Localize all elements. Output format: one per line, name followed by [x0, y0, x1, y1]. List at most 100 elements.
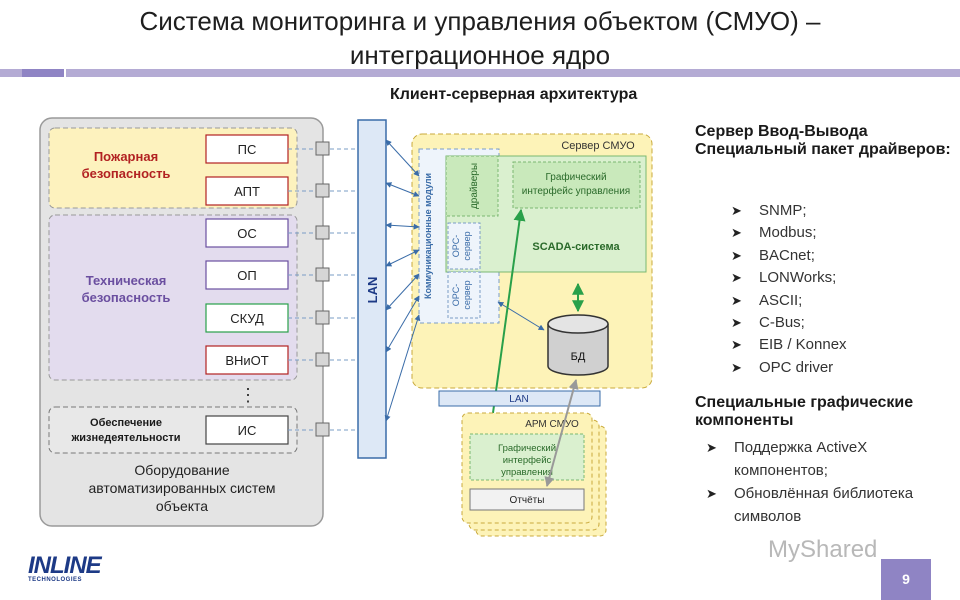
database-cylinder: БД: [547, 314, 609, 376]
subsystem-box-skud: [205, 303, 289, 333]
subsystem-label-is: ИС: [238, 423, 257, 438]
reports-label: Отчёты: [510, 495, 545, 506]
arrow-bullet-icon: ➤: [706, 486, 717, 501]
comm-modules-label: Коммуникационные модули: [423, 173, 433, 299]
lan-bus-label: LAN: [365, 277, 380, 304]
subsystem-label-ps: ПС: [238, 142, 257, 157]
subsystem-label-apt: АПТ: [234, 184, 260, 199]
arm-label: АРМ СМУО: [525, 419, 579, 430]
io-driver-text: Modbus;: [759, 224, 817, 242]
diagram-subtitle: Клиент-серверная архитектура: [390, 86, 638, 103]
gui-box: [512, 161, 641, 209]
db-label: БД: [571, 351, 586, 363]
io-driver-item: ➤ C-Bus;: [731, 312, 931, 334]
slide-title: Система мониторинга и управления объекто…: [0, 4, 960, 72]
io-driver-item: ➤ OPC driver: [731, 357, 931, 379]
flow-arrow: [385, 222, 420, 230]
arrow-bullet-icon: ➤: [706, 440, 717, 455]
io-driver-item: ➤ EIB / Konnex: [731, 334, 931, 356]
connector-plug: [315, 225, 330, 240]
slide-title-line-1: Система мониторинга и управления объекто…: [139, 6, 821, 36]
subsystem-boxes: ПС АПТ ОС ОП СКУД ВНиОТ ИС: [205, 134, 289, 445]
db-body: [547, 324, 609, 376]
io-driver-item: ➤ SNMP;: [731, 200, 931, 222]
title-rule-left: [0, 69, 22, 77]
graphics-title: Специальные графические компоненты: [695, 394, 914, 429]
arrow-bullet-icon: ➤: [731, 359, 742, 375]
db-arm-arrow: [544, 379, 579, 487]
subsystem-box-os: [205, 218, 289, 248]
connector-plug: [315, 352, 330, 367]
connector-plug: [315, 422, 330, 437]
subsystem-box-ps: [205, 134, 289, 164]
title-rule-accent: [22, 69, 64, 77]
logo-wordmark: INLINE: [28, 552, 102, 579]
slide-title-line-2: интеграционное ядро: [349, 40, 611, 70]
subsystem-label-op: ОП: [237, 268, 256, 283]
io-server-section: Сервер Ввод-Вывода Специальный пакет дра…: [695, 123, 955, 159]
graphics-item-text: Поддержка ActiveX компонентов;: [734, 439, 868, 479]
graphics-list: ➤ Поддержка ActiveX компонентов;➤Обновлён…: [706, 437, 936, 528]
graphics-item: ➤Обновлённая библиотека символов: [706, 483, 936, 528]
opc-server-2-label: OPC-сервер: [451, 280, 472, 309]
io-driver-item: ➤ LONWorks;: [731, 267, 931, 289]
graphics-items: ➤ Поддержка ActiveX компонентов;➤Обновлён…: [706, 437, 936, 528]
arrow-bullet-icon: ➤: [731, 225, 742, 241]
graphics-section: Специальные графические компоненты: [695, 394, 955, 430]
connector-plug: [315, 183, 330, 198]
flow-arrow: [385, 182, 420, 197]
io-server-title: Сервер Ввод-Вывода Специальный пакет дра…: [695, 123, 951, 158]
io-driver-text: SNMP;: [759, 202, 807, 219]
flow-arrow: [384, 314, 421, 422]
scada-label: SCADA-система: [532, 241, 620, 253]
reports-box: [469, 488, 585, 511]
subsystem-box-apt: [205, 176, 289, 206]
connector-plug: [315, 310, 330, 325]
arrow-bullet-icon: ➤: [731, 247, 742, 263]
connector-plug: [315, 267, 330, 282]
io-driver-text: EIB / Konnex: [759, 336, 847, 354]
lan-bus-vertical: [357, 119, 387, 459]
io-driver-item: ➤ ASCII;: [731, 290, 931, 312]
io-driver-text: BACnet;: [759, 246, 815, 264]
io-driver-text: C-Bus;: [759, 314, 805, 332]
company-logo: INLINE TECHNOLOGIES: [26, 552, 130, 583]
io-driver-text: LONWorks;: [759, 269, 837, 287]
arrow-bullet-icon: ➤: [731, 337, 742, 353]
logo-tagline: TECHNOLOGIES: [28, 577, 83, 583]
io-driver-item: ➤ BACnet;: [731, 245, 931, 267]
io-driver-item: ➤ Modbus;: [731, 222, 931, 244]
drivers-label: драйверы: [469, 163, 480, 209]
page-number: 9: [881, 559, 931, 600]
connector-plug: [315, 141, 330, 156]
io-driver-text: OPC driver: [759, 358, 834, 376]
lan-bus-horizontal-label: LAN: [509, 394, 528, 405]
arrow-bullet-icon: ➤: [731, 203, 742, 218]
db-top: [547, 314, 609, 334]
subsystem-label-vniot: ВНиОТ: [225, 353, 268, 368]
subsystem-label-skud: СКУД: [230, 311, 264, 326]
flow-arrow: [385, 249, 420, 267]
server-label: Сервер СМУО: [561, 140, 635, 152]
watermark: MyShared: [768, 536, 878, 563]
io-driver-text: ASCII;: [759, 291, 803, 309]
arrow-bullet-icon: ➤: [731, 292, 742, 308]
arrow-bullet-icon: ➤: [731, 315, 742, 331]
ellipsis-dots: ⋮: [239, 385, 257, 405]
graphics-item: ➤ Поддержка ActiveX компонентов;: [706, 437, 936, 482]
arrow-bullet-icon: ➤: [731, 270, 742, 286]
subsystem-label-os: ОС: [237, 226, 257, 241]
drivers-box: [445, 155, 499, 217]
io-driver-items: ➤SNMP;➤Modbus;➤BACnet;➤LONWorks;➤ASCII;➤…: [731, 200, 931, 379]
flow-arrow: [385, 139, 420, 177]
io-driver-list: ➤SNMP;➤Modbus;➤BACnet;➤LONWorks;➤ASCII;➤…: [731, 200, 931, 379]
opc-server-1-label: OPC-сервер: [451, 231, 472, 260]
connector-plugs: [315, 141, 330, 437]
